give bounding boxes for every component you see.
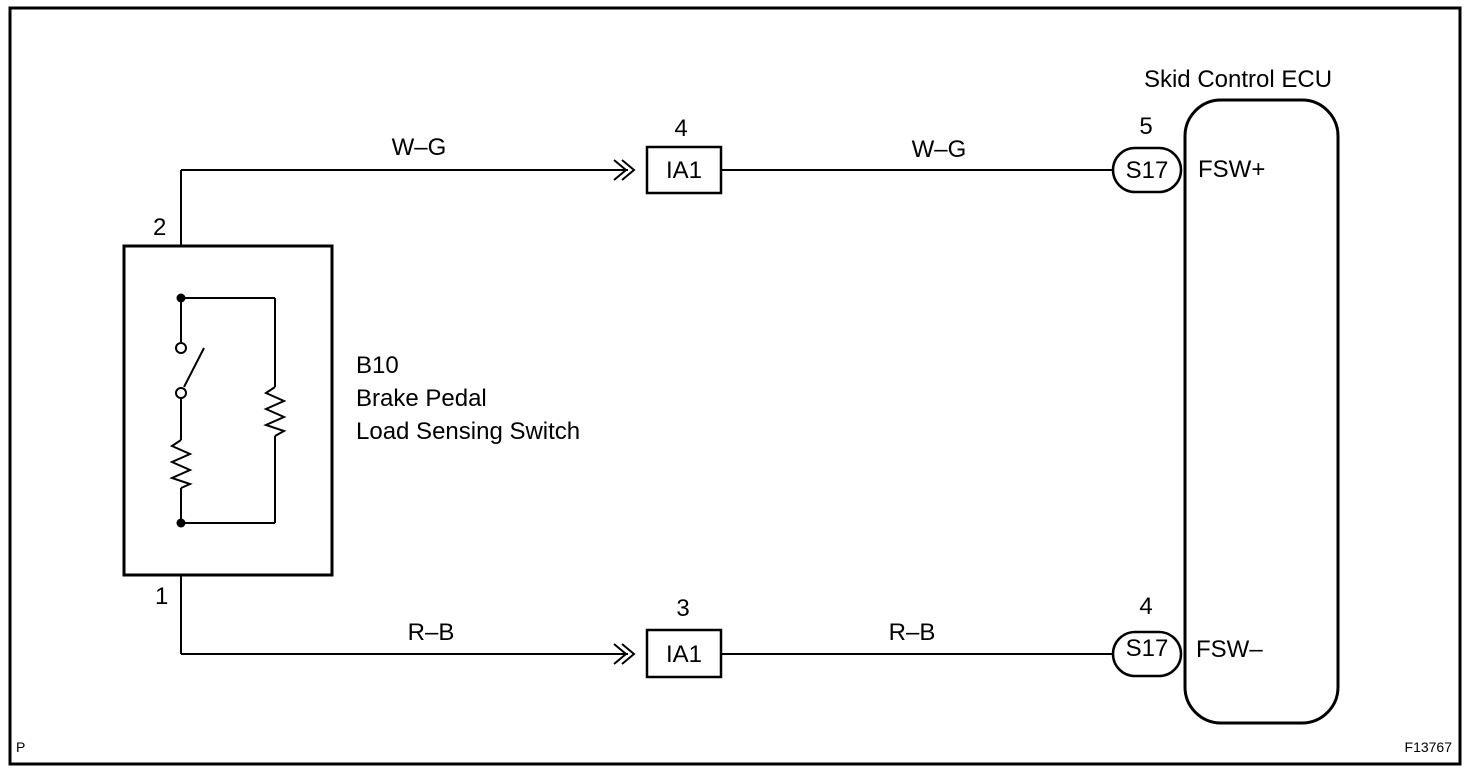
resistor-right-icon [263,386,287,437]
switch-blade-icon [183,347,205,388]
corner-label: P [16,739,25,755]
switch-pin-bottom: 1 [155,583,168,610]
junction-dot-bottom-icon [176,518,186,528]
ecu-terminal-minus: FSW– [1196,636,1263,663]
junction-dot-top-icon [176,293,186,303]
ecu-connector-label-top: S17 [1126,157,1169,184]
wire-color-bottom-right: R–B [889,619,936,646]
junction-label-top: IA1 [666,157,702,184]
switch-contact-bottom-icon [175,387,187,399]
bottom-circuit: IA1 3 R–B R–B S17 4 [180,575,1183,679]
junction-pin-bottom: 3 [676,595,689,622]
junction-label-bottom: IA1 [666,641,702,668]
resistor-left-icon [169,439,193,489]
ecu-connector-bottom [1111,630,1183,678]
junction-pin-top: 4 [674,115,687,142]
switch-pin-top: 2 [153,214,166,241]
switch-name-line1: Brake Pedal [356,385,487,412]
ecu-box [1183,98,1340,725]
connector-chevron-icon [621,159,636,181]
ecu-connector-top [1111,146,1183,194]
switch-code: B10 [356,352,399,379]
ecu-pin-bottom: 4 [1139,593,1152,620]
connector-chevron-icon [621,643,636,665]
switch-internal-circuit [169,293,287,528]
switch-box [122,244,334,577]
connector-chevron-icon [613,159,628,181]
junction-box-top [645,145,723,195]
wire-color-top-left: W–G [392,134,447,161]
wire-color-bottom-left: R–B [408,619,455,646]
switch-name-line2: Load Sensing Switch [356,418,580,445]
switch-contact-top-icon [175,342,187,354]
top-circuit: IA1 4 W–G W–G S17 5 [180,113,1183,246]
diagram-frame [8,6,1462,766]
junction-box-bottom [645,628,723,679]
connector-chevron-icon [613,643,628,665]
ecu-title: Skid Control ECU [1144,66,1332,93]
ecu-terminal-plus: FSW+ [1198,156,1265,183]
ecu-pin-top: 5 [1139,113,1152,140]
ecu-connector-label-bottom: S17 [1126,635,1169,662]
figure-id: F13767 [1405,739,1453,755]
wire-color-top-right: W–G [912,136,967,163]
